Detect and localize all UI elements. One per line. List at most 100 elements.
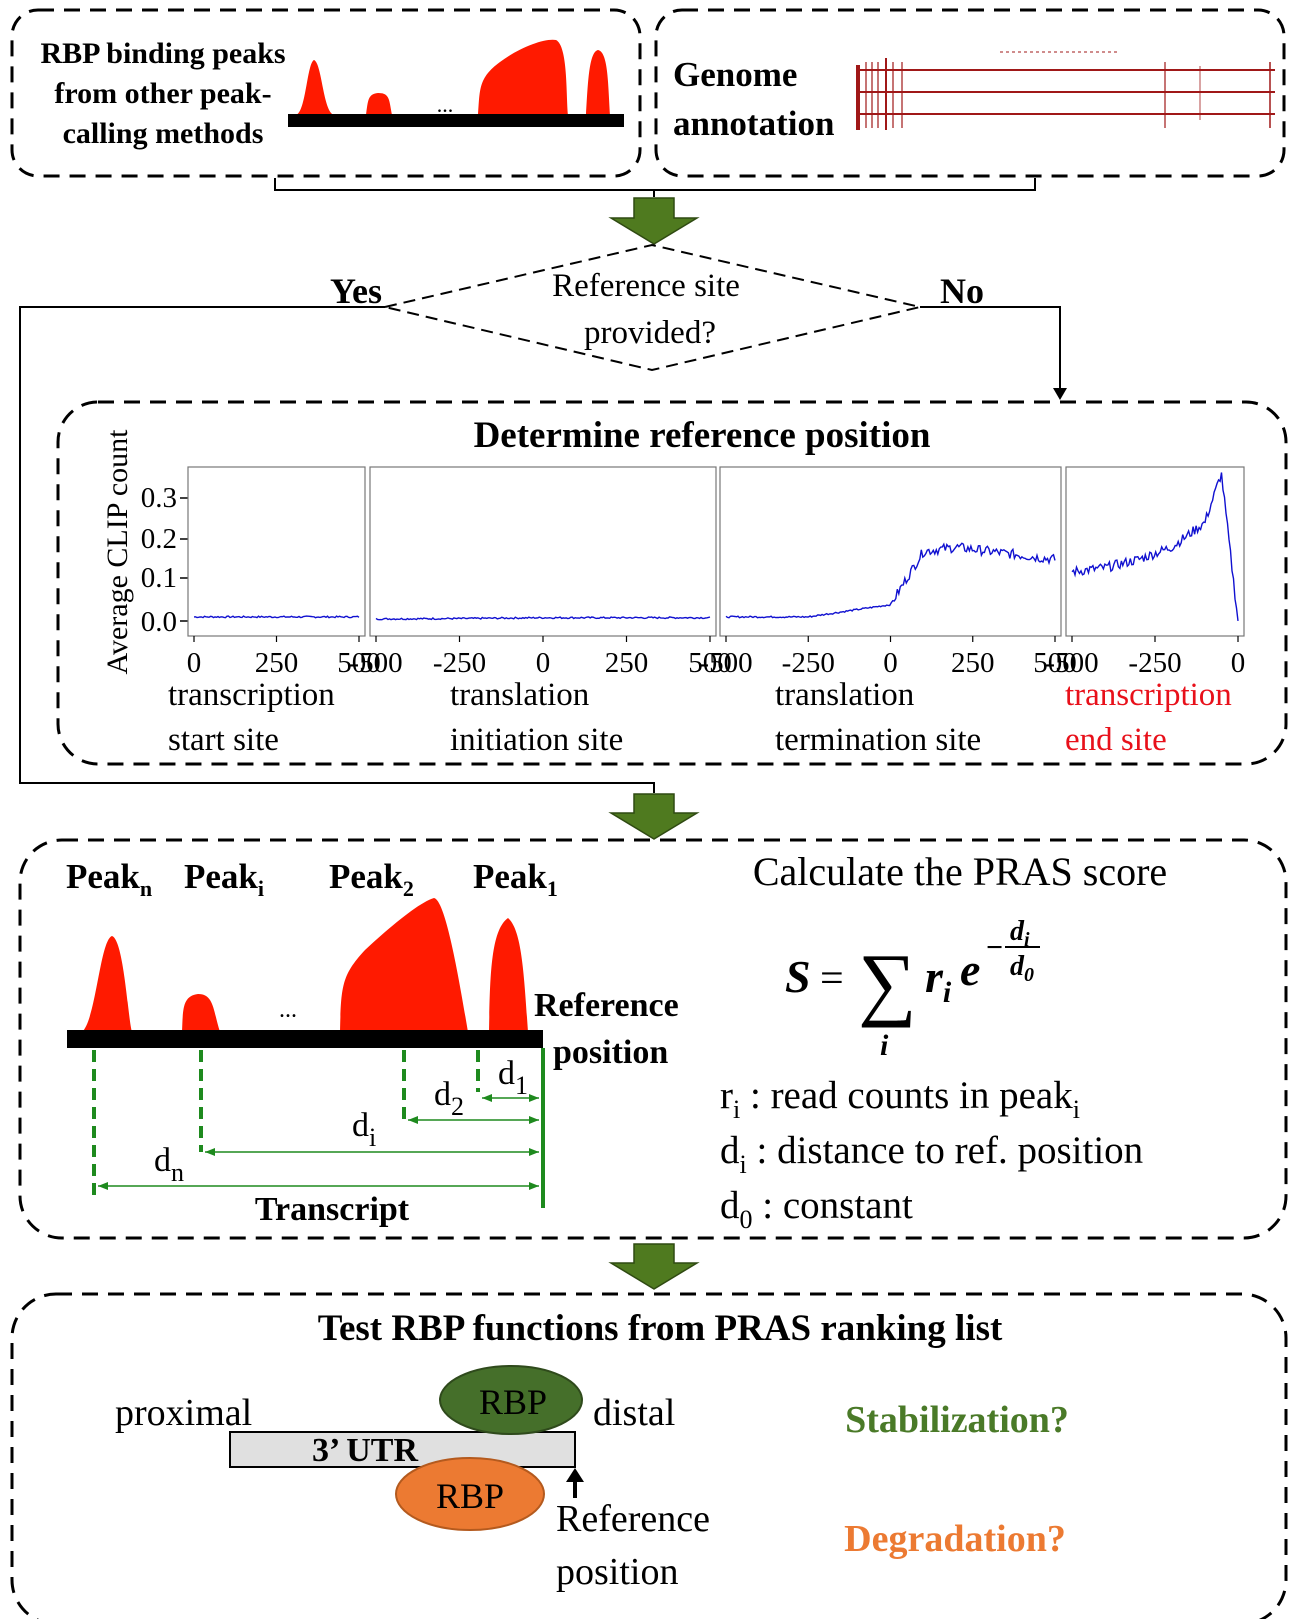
transcript-peaks: ... — [67, 898, 543, 1048]
mini-peak-2 — [366, 93, 392, 115]
xtick-label-1-3: 250 — [605, 647, 649, 679]
peak-labels: Peakn Peaki Peak2 Peak1 — [66, 857, 558, 901]
pras-formula: S = ∑ i ri e − di d0 — [785, 916, 1040, 1062]
panel-caption-1-0: translation — [450, 677, 589, 713]
utr-bar — [229, 1431, 576, 1468]
xtick-label-1-4: 500 — [688, 647, 732, 679]
xtick-label-2-1: -250 — [782, 647, 835, 679]
decision-diamond — [384, 243, 921, 372]
genome-annotation-tracks — [856, 51, 1275, 130]
profile-line-3 — [1071, 472, 1239, 621]
rbp-top — [439, 1365, 583, 1435]
reference-box — [56, 400, 1288, 766]
y-axis-tick-marks — [180, 497, 188, 622]
flow-arrow-2 — [608, 793, 700, 840]
ytick-0-2: 0.2 — [141, 523, 177, 555]
profile-line-1 — [375, 616, 711, 621]
reference-position-line1: Reference — [534, 987, 679, 1024]
yes-label: Yes — [330, 271, 382, 311]
peak-n-shape — [82, 936, 132, 1032]
definition-di: di : distance to ref. position — [720, 1129, 1143, 1179]
xtick-label-1-1: -250 — [433, 647, 486, 679]
rbp-bottom — [395, 1457, 545, 1531]
formula-eq: = — [820, 956, 844, 1002]
ytick-0-1: 0.1 — [141, 562, 177, 594]
distance-arrowheads — [98, 1094, 539, 1190]
xtick-label-2-4: 500 — [1033, 647, 1077, 679]
xtick-label-3-0: -500 — [1045, 647, 1098, 679]
pras-box — [18, 838, 1288, 1240]
distance-labels: d1 d2 di dn — [154, 1055, 528, 1187]
xtick-label-2-0: -500 — [699, 647, 752, 679]
d2-label: d2 — [434, 1076, 464, 1121]
profile-line-0 — [193, 615, 360, 619]
utr-reference-arrowhead — [566, 1468, 584, 1482]
peak-label-1: Peak1 — [473, 857, 558, 901]
peaks-label-line1: RBP binding peaks — [40, 37, 285, 70]
peaks-input-label: RBP binding peaks from other peak- calli… — [40, 37, 285, 150]
peaks-input-box — [10, 8, 642, 178]
no-path-line — [920, 306, 1061, 392]
mini-transcript-bar — [288, 114, 624, 127]
flow-arrow-1 — [608, 197, 700, 245]
xtick-label-2-2: 0 — [883, 647, 898, 679]
decision-question-line2: provided? — [584, 315, 716, 351]
formula-sum: ∑ — [858, 937, 916, 1028]
panel-caption-2-1: termination site — [775, 722, 981, 758]
pras-title: Calculate the PRAS score — [753, 849, 1167, 894]
degradation-label: Degradation? — [844, 1518, 1066, 1560]
reference-position-line2: position — [553, 1034, 668, 1071]
xtick-label-1-0: -500 — [349, 647, 402, 679]
peaks-label-line3: calling methods — [63, 117, 264, 150]
peak-1-shape — [489, 918, 528, 1032]
formula-denominator: d0 — [1010, 951, 1034, 986]
formula-S: S — [785, 951, 811, 1002]
merge-bracket — [274, 178, 1036, 191]
y-axis-ticks: 0.3 0.2 0.1 0.0 — [141, 482, 177, 638]
d1-label: d1 — [498, 1055, 528, 1100]
panel-caption-2-0: translation — [775, 677, 914, 713]
genome-label-line1: Genome — [673, 55, 797, 94]
panel-caption-0-1: start site — [168, 722, 279, 758]
definition-ri: ri : read counts in peaki — [720, 1074, 1080, 1124]
peak-label-n: Peakn — [66, 857, 152, 901]
panel-caption-3-1: end site — [1065, 722, 1167, 758]
distance-markers — [92, 1048, 545, 1208]
decision-question-line1: Reference site — [552, 268, 740, 304]
utr-label: 3’ UTR — [312, 1432, 419, 1469]
di-label: di — [352, 1107, 376, 1152]
dn-label: dn — [154, 1142, 184, 1187]
formula-numerator: di — [1010, 916, 1030, 951]
no-label: No — [940, 271, 984, 311]
formula-r: ri — [925, 951, 952, 1009]
definition-d0: d0 : constant — [720, 1184, 913, 1234]
transcript-bar — [67, 1030, 543, 1048]
flow-arrow-3 — [608, 1243, 700, 1290]
peaks-label-line2: from other peak- — [54, 77, 271, 110]
peak-label-2: Peak2 — [329, 857, 414, 901]
xtick-label-3-1: -250 — [1128, 647, 1181, 679]
transcript-ellipsis: ... — [279, 997, 297, 1023]
ytick-0-0: 0.0 — [141, 606, 177, 638]
panel-caption-3-0: transcription — [1065, 677, 1232, 713]
genome-label-line2: annotation — [673, 104, 834, 143]
test-reference-line1: Reference — [556, 1498, 710, 1540]
genome-input-label: Genome annotation — [673, 55, 834, 143]
proximal-label: proximal — [115, 1392, 252, 1434]
xtick-label-3-2: 0 — [1231, 647, 1246, 679]
peak-label-i: Peaki — [184, 857, 264, 901]
xtick-label-0-1: 250 — [255, 647, 299, 679]
panel-frame-1 — [369, 466, 717, 637]
rbp-bottom-label: RBP — [436, 1476, 504, 1516]
formula-e: e — [960, 944, 980, 995]
transcript-label: Transcript — [255, 1191, 410, 1228]
test-reference-line2: position — [556, 1551, 678, 1593]
genome-input-box — [654, 8, 1286, 178]
yes-path-line — [19, 306, 655, 793]
rbp-top-label: RBP — [479, 1382, 547, 1422]
panel-frame-2 — [719, 466, 1062, 637]
profile-line-2 — [725, 542, 1056, 619]
test-box — [10, 1292, 1288, 1619]
peak-i-shape — [182, 994, 220, 1032]
